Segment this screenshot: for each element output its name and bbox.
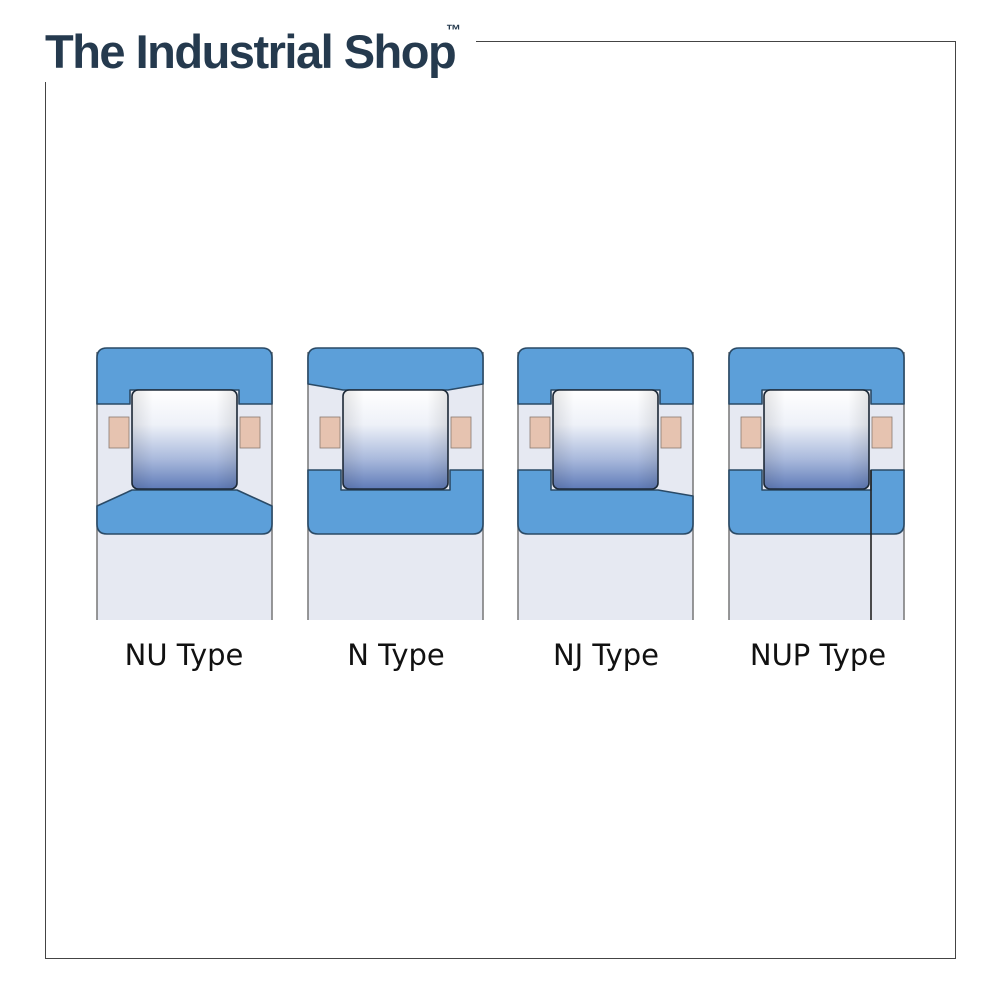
roller-shading [764,390,869,489]
inner-ring [728,469,905,535]
trademark-symbol: ™ [446,22,461,39]
inner-ring [96,489,273,535]
bearing-nup [728,347,905,620]
bearing-label-nu: NU Type [124,638,244,672]
frame-bottom-border [45,958,956,959]
frame-left-border [45,78,46,959]
bearing-label-nj: NJ Type [552,638,660,672]
inner-ring [307,469,484,535]
bearing-label-n: N Type [347,638,445,672]
frame-right-border [955,41,956,959]
outer-ring [307,347,484,391]
cage-right [450,416,472,449]
frame-top-border [476,41,956,42]
cage-left [108,416,130,449]
inner-ring [517,469,694,535]
roller-shading [132,390,237,489]
roller-shading [343,390,448,489]
cage-left [740,416,762,449]
cage-right [239,416,261,449]
bearing-nj [517,347,694,620]
cage-right [660,416,682,449]
bearing-n [307,347,484,620]
bearing-label-nup: NUP Type [749,638,887,672]
bearing-nu [96,347,273,620]
cage-right [871,416,893,449]
roller-shading [553,390,658,489]
cage-left [529,416,551,449]
cage-left [319,416,341,449]
brand-logo: The Industrial Shop [45,22,462,82]
